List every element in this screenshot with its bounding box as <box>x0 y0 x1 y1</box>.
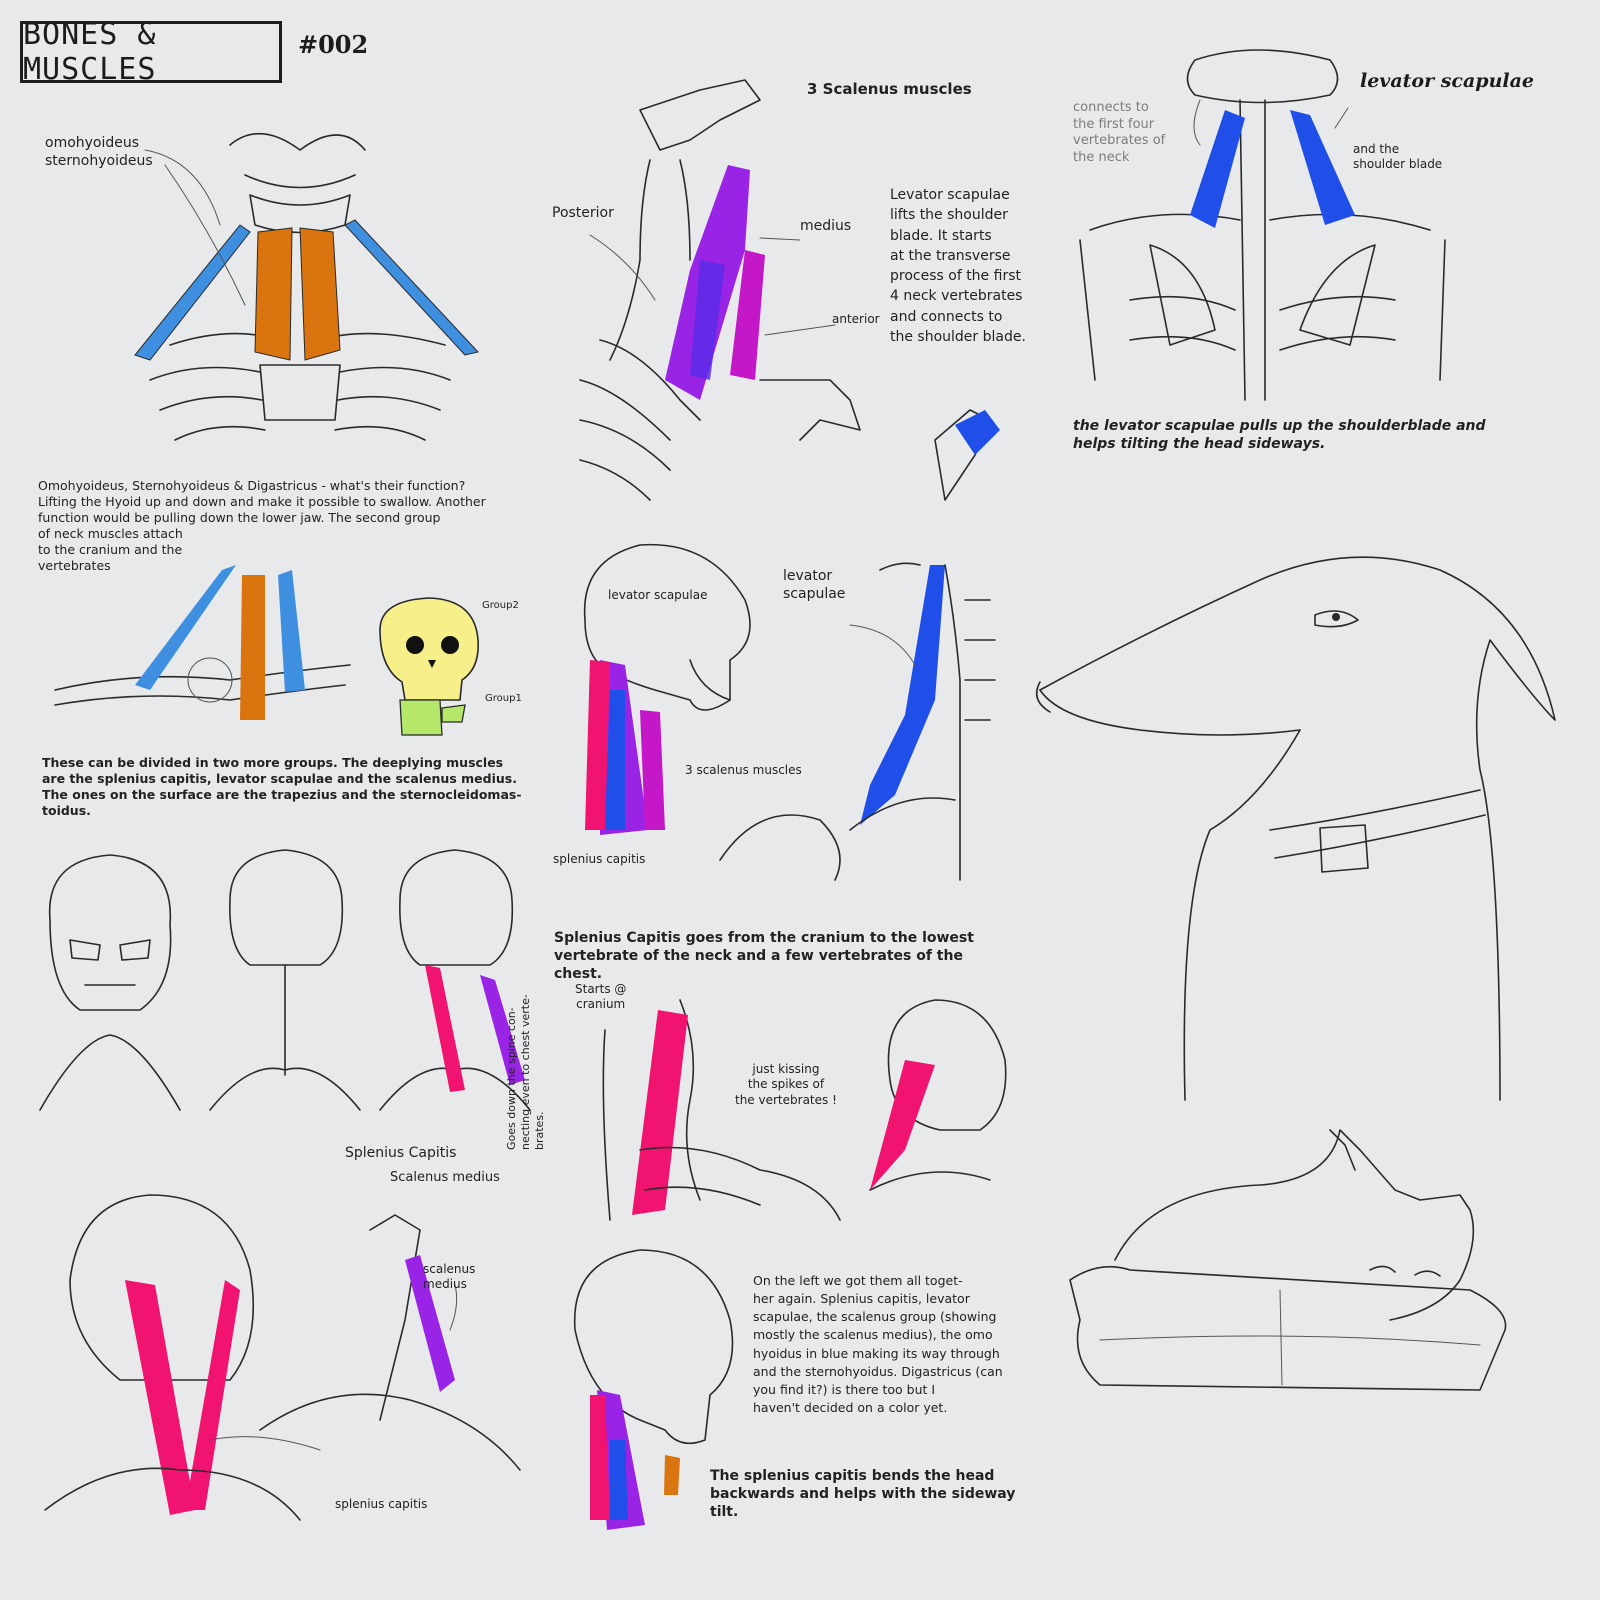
splenius-bends-text: The splenius capitis bends the head back… <box>710 1468 1016 1520</box>
levator-side-drawing <box>849 562 996 881</box>
scalenus-side-drawing <box>579 79 1000 501</box>
splenius-capitis-label: Splenius Capitis <box>345 1145 457 1161</box>
levator-side-label: levator scapulae <box>783 568 846 602</box>
groups-text: These can be divided in two more groups.… <box>42 755 522 818</box>
kissing-text: just kissing the spikes of the vertebrat… <box>735 1062 837 1107</box>
issue-number: #002 <box>298 30 369 59</box>
levator-small-label: levator scapulae <box>608 588 708 602</box>
sleeping-cat-drawing <box>1069 1129 1507 1391</box>
hyoid-side-drawing <box>54 565 351 720</box>
medius-label: medius <box>800 218 852 234</box>
group1-label: Group1 <box>485 693 522 704</box>
function-text: Omohyoideus, Sternohyoideus & Digastricu… <box>38 478 486 573</box>
connects-text: connects to the first four vertebrates o… <box>1073 100 1166 165</box>
levator-back-drawing <box>1079 49 1446 401</box>
omo-label: omohyoideus sternohyoideus <box>45 135 153 169</box>
posterior-label: Posterior <box>552 205 614 221</box>
on-the-left-text: On the left we got them all toget- her a… <box>753 1273 1003 1415</box>
scalenus-medius-lower-label: scalenus medius <box>423 1262 476 1292</box>
splenius-text: Splenius Capitis goes from the cranium t… <box>554 930 974 982</box>
scalenus-title: 3 Scalenus muscles <box>807 80 972 98</box>
levator-text: Levator scapulae lifts the shoulder blad… <box>890 187 1026 346</box>
splenius-bottom-label: splenius capitis <box>335 1497 428 1511</box>
starts-label: Starts @ cranium <box>575 982 627 1012</box>
bottom-side-skull-drawing <box>573 1249 734 1530</box>
page-title: BONES & MUSCLES <box>23 17 157 87</box>
levator-title: levator scapulae <box>1360 70 1535 92</box>
title-box: BONES & MUSCLES <box>20 17 282 87</box>
cute-skull-drawing <box>379 597 479 736</box>
scalenus-medius-label: Scalenus medius <box>390 1170 500 1185</box>
and-the-shoulder-text: and the shoulder blade <box>1353 142 1443 172</box>
front-neck-drawing <box>134 132 479 441</box>
splenius-side-drawing <box>602 999 1007 1221</box>
three-scalenus-label: 3 scalenus muscles <box>685 763 802 777</box>
anterior-label: anterior <box>832 312 880 326</box>
levator-pulls-text: the levator scapulae pulls up the should… <box>1073 418 1486 452</box>
goes-down-text: Goes down the spine con- necting even to… <box>505 994 547 1150</box>
group2-label: Group2 <box>482 600 519 611</box>
three-skulls-drawing <box>39 849 531 1111</box>
side-skull-drawing <box>583 543 841 881</box>
dog-head-drawing <box>1035 556 1556 1101</box>
splenius-small-label: splenius capitis <box>553 852 646 866</box>
back-skull-drawing <box>44 1194 521 1521</box>
